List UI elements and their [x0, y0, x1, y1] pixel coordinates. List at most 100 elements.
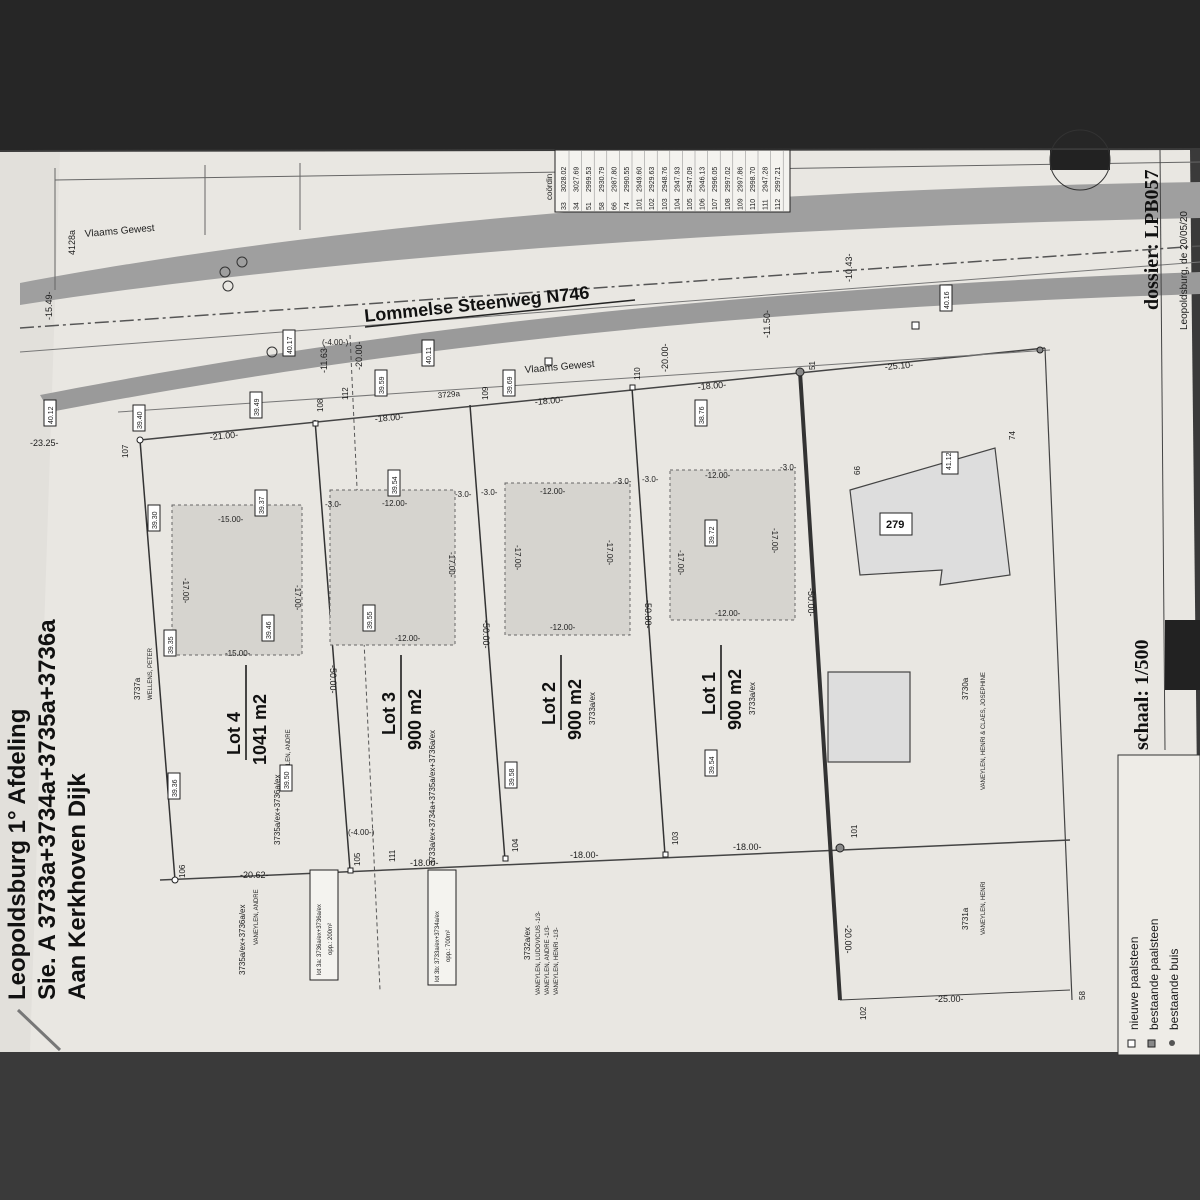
level-box-3940 — [132, 404, 146, 432]
pt-66: 66 — [853, 466, 862, 475]
left-strip-dim: -23.25- — [30, 438, 59, 448]
level-3949: 39.49 — [254, 398, 261, 416]
level-3954b: 39.54 — [709, 756, 716, 774]
annex-building — [827, 671, 911, 763]
pt-111: 111 — [388, 849, 397, 862]
neighbor-3737a: 3737a — [133, 677, 142, 700]
offset-b: (-4.00-) — [348, 828, 375, 837]
pt-101: 101 — [850, 824, 859, 838]
legend-symbol-pipe — [1169, 1040, 1175, 1046]
lot3-name: Lot 3 — [379, 692, 399, 735]
parcel-4128a: 4128a — [67, 230, 77, 255]
neighbor-3735bottom-owner: VANEYLEN, ANDRE — [254, 889, 260, 945]
depth-lot4: -50.00- — [328, 665, 338, 694]
coord-point-value: 2948.76 — [662, 167, 669, 192]
coordinate-table: coördin 333028.02343027.69512999.5358293… — [545, 149, 791, 213]
coord-point-id: 111 — [763, 199, 770, 210]
coord-point-id: 108 — [725, 198, 732, 210]
level-box-4012 — [43, 399, 57, 427]
side-20: -20.00- — [843, 925, 853, 954]
level-markers: 40.12 39.40 39.30 39.37 39.49 40.17 39.5… — [43, 284, 953, 800]
front-right: -25.10- — [884, 360, 913, 372]
coord-point-value: 2998.70 — [750, 167, 757, 192]
back-lot4: -20.62- — [240, 870, 269, 880]
level-4016: 40.16 — [944, 291, 951, 309]
date-text: Leopoldsburg, de 20/05/20 — [1179, 211, 1190, 330]
pt-107: 107 — [121, 444, 130, 458]
dossier-text: dossier: LPB057 — [1141, 169, 1163, 310]
coord-point-value: 2947.93 — [674, 167, 681, 192]
bz4-top: -15.00- — [218, 515, 244, 524]
pt-106: 106 — [178, 864, 187, 878]
title-block-divider — [1159, 149, 1166, 751]
marker-105 — [347, 867, 354, 874]
road-width-right: -10.43- — [844, 253, 854, 282]
bz3-bottom: -12.00- — [395, 634, 421, 643]
marker-103 — [662, 851, 669, 858]
level-3876: 38.76 — [699, 406, 706, 424]
coord-point-id: 107 — [712, 198, 719, 210]
legend-frame — [1117, 754, 1200, 1056]
coord-header: coördin — [545, 174, 554, 200]
level-3935: 39.35 — [168, 636, 175, 654]
coord-point-id: 104 — [674, 198, 681, 210]
coord-point-id: 110 — [750, 199, 757, 210]
back-right: -25.00- — [935, 994, 964, 1004]
pt-58: 58 — [1078, 991, 1087, 1000]
pt-112: 112 — [341, 387, 350, 400]
road-width-mid2: -20.00- — [354, 341, 364, 370]
road-parallel-line — [19, 261, 1200, 353]
road-edge-bottom — [40, 272, 1200, 412]
bz1-bottom: -12.00- — [715, 609, 741, 618]
coord-point-value: 2987.80 — [611, 167, 618, 192]
coord-point-id: 112 — [775, 199, 782, 210]
gap-5: -3.0- — [642, 475, 659, 484]
lot3b-line2: opp.: 700m² — [446, 930, 452, 962]
gap-4: -3.0- — [615, 477, 632, 486]
lot1-label: Lot 1 900 m2 3733a/ex — [699, 645, 757, 730]
coord-point-id: 105 — [687, 198, 694, 210]
marker-106 — [171, 876, 179, 884]
existing-house-279 — [849, 447, 1011, 586]
marker-sq-2 — [911, 321, 920, 330]
neighbor-3731a: 3731a — [961, 907, 970, 930]
bz1-top: -12.00- — [705, 471, 731, 480]
level-box-3935 — [163, 629, 177, 657]
lot2-name: Lot 2 — [539, 682, 559, 725]
gap-3: -3.0- — [481, 488, 498, 497]
marker-sq-1 — [544, 357, 553, 366]
level-3955: 39.55 — [367, 611, 374, 629]
lot4-left-boundary — [139, 439, 176, 881]
level-4112: 41.12 — [946, 452, 953, 470]
road-name-underline — [364, 299, 636, 328]
level-box-3937 — [254, 489, 268, 517]
lot3-sub-line — [349, 334, 381, 991]
house-number: 279 — [886, 519, 904, 531]
title-line-1: Leopoldsburg 1° Afdeling — [4, 709, 31, 1000]
bz1-right: -17.00- — [770, 528, 779, 554]
depth-lot3: -50.00- — [481, 620, 491, 649]
title-block: Leopoldsburg 1° Afdeling Sie. A 3733a+37… — [4, 619, 91, 1000]
level-3954: 39.54 — [392, 476, 399, 494]
bz4-left: -17.00- — [181, 578, 190, 604]
level-box-3955 — [362, 604, 376, 632]
bz3-top: -12.00- — [382, 499, 408, 508]
marker-108 — [312, 420, 319, 427]
lot4-owner: VANEYLEN, ANDRE — [286, 729, 292, 785]
back-lot1: -18.00- — [733, 842, 762, 852]
tree-icon-4 — [266, 346, 278, 358]
neighbor-3737a-owner: WELLENS, PETER — [148, 647, 154, 700]
coord-point-value: 2947.28 — [763, 167, 770, 192]
coord-point-id: 103 — [662, 198, 669, 210]
marker-104 — [502, 855, 509, 862]
level-3972: 39.72 — [709, 526, 716, 544]
bz4-bottom: -15.00- — [225, 649, 251, 658]
coord-point-id: 66 — [611, 202, 618, 210]
neighbor-3729a: 3729a — [437, 389, 460, 400]
coord-point-value: 2949.60 — [637, 167, 644, 192]
road-width-mid1: -11.63- — [319, 345, 329, 373]
level-4017: 40.17 — [287, 336, 294, 354]
marker-101 — [835, 843, 845, 853]
front-lot3: -18.00- — [374, 412, 403, 424]
